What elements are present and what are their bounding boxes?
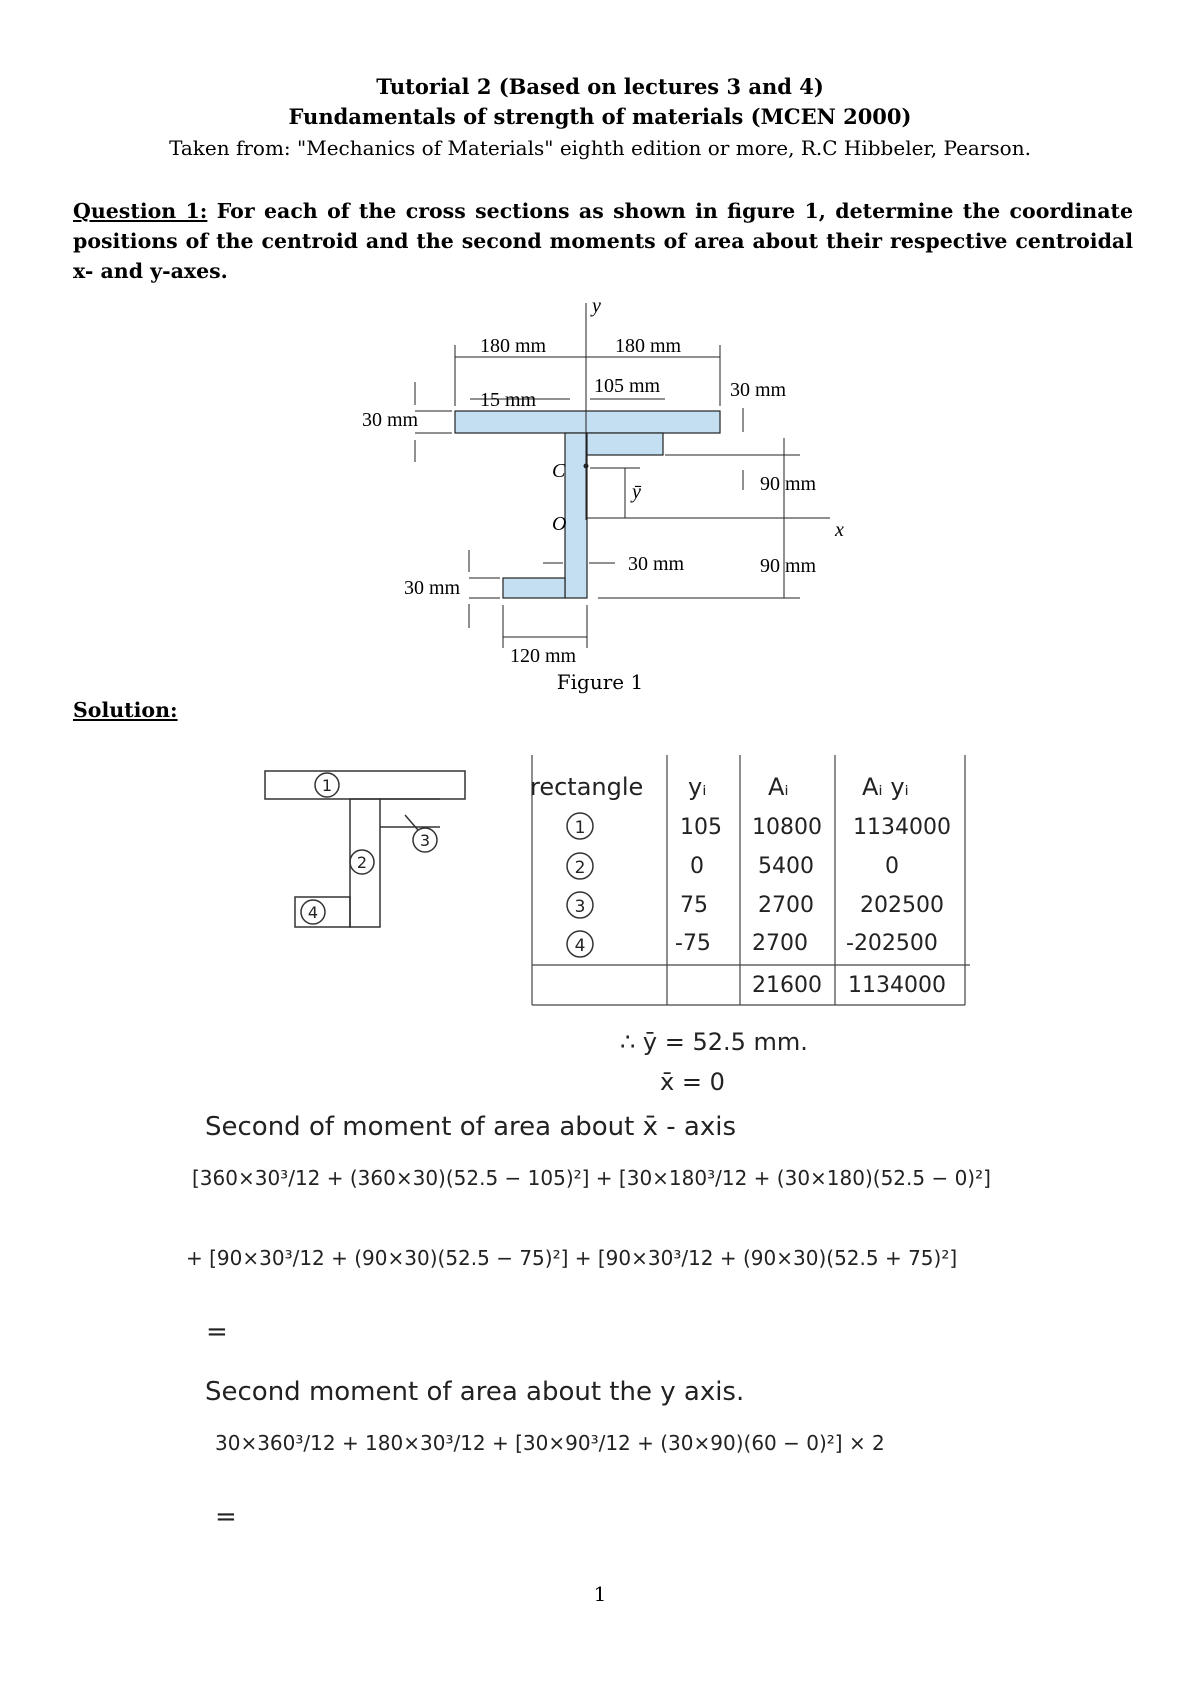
sketch-rect-1 bbox=[264, 770, 466, 800]
table-row-1-aiyi: 1134000 bbox=[853, 815, 951, 840]
source-reference: Taken from: "Mechanics of Materials" eig… bbox=[169, 136, 1031, 160]
iy-heading: Second moment of area about the y axis. bbox=[205, 1377, 744, 1407]
table-row-3-id: 3 bbox=[575, 897, 586, 917]
iy-line: 30×360³/12 + 180×30³/12 + [30×90³/12 + (… bbox=[215, 1431, 885, 1455]
question-1: Question 1: For each of the cross sectio… bbox=[73, 196, 1133, 286]
table-row-1-yi: 105 bbox=[680, 815, 722, 840]
table-row-4-yi: -75 bbox=[675, 931, 711, 956]
table-row-2-yi: 0 bbox=[690, 854, 704, 879]
course-title: Fundamentals of strength of materials (M… bbox=[288, 104, 912, 129]
label-15mm: 15 mm bbox=[480, 389, 537, 411]
table-header-ai: Aᵢ bbox=[768, 773, 789, 801]
label-90mm-lower: 90 mm bbox=[760, 555, 817, 577]
ix-equals: = bbox=[206, 1317, 228, 1347]
question-text: For each of the cross sections as shown … bbox=[73, 199, 1133, 283]
solution-label: Solution: bbox=[73, 698, 178, 722]
table-row-2-aiyi: 0 bbox=[885, 854, 899, 879]
sketch-label-4: 4 bbox=[308, 903, 318, 922]
document-title: Tutorial 2 (Based on lectures 3 and 4) bbox=[376, 74, 824, 99]
iy-equals: = bbox=[215, 1502, 237, 1532]
table-row-2-ai: 5400 bbox=[758, 854, 814, 879]
label-point-o: O bbox=[552, 513, 566, 535]
label-30mm-left-top: 30 mm bbox=[362, 409, 419, 431]
ix-line-1: [360×30³/12 + (360×30)(52.5 − 105)²] + [… bbox=[192, 1166, 991, 1190]
result-xbar: x̄ = 0 bbox=[660, 1068, 725, 1096]
label-120mm: 120 mm bbox=[510, 645, 577, 667]
ix-heading: Second of moment of area about x̄ - axis bbox=[205, 1112, 736, 1142]
label-30mm-web: 30 mm bbox=[628, 553, 685, 575]
table-row-4-ai: 2700 bbox=[752, 931, 808, 956]
table-row-4-aiyi: -202500 bbox=[846, 931, 938, 956]
table-row-3-ai: 2700 bbox=[758, 893, 814, 918]
label-x-axis: x bbox=[834, 519, 844, 541]
table-total-aiyi: 1134000 bbox=[848, 973, 946, 998]
sketch-label-3: 3 bbox=[420, 831, 430, 850]
table-row-2-id: 2 bbox=[575, 858, 586, 878]
label-105mm: 105 mm bbox=[594, 375, 661, 397]
label-y-axis: y bbox=[590, 295, 601, 317]
table-header-yi: yᵢ bbox=[688, 773, 707, 801]
label-30mm-left-bottom: 30 mm bbox=[404, 577, 461, 599]
label-180-left: 180 mm bbox=[480, 335, 547, 357]
table-row-3-aiyi: 202500 bbox=[860, 893, 944, 918]
label-ybar: ȳ bbox=[630, 481, 642, 503]
figure-caption: Figure 1 bbox=[556, 670, 644, 694]
label-30mm-right: 30 mm bbox=[730, 379, 787, 401]
table-row-3-yi: 75 bbox=[680, 893, 708, 918]
ix-line-2: + [90×30³/12 + (90×30)(52.5 − 75)²] + [9… bbox=[186, 1246, 957, 1270]
label-90mm-upper: 90 mm bbox=[760, 473, 817, 495]
table-total-ai: 21600 bbox=[752, 973, 822, 998]
sketch-rect-4 bbox=[294, 896, 351, 928]
table-header-rectangle: rectangle bbox=[530, 773, 643, 801]
label-180-right: 180 mm bbox=[615, 335, 682, 357]
page-number: 1 bbox=[593, 1582, 607, 1606]
table-row-1-id: 1 bbox=[575, 818, 586, 838]
sketch-label-1: 1 bbox=[322, 776, 332, 795]
table-row-4-id: 4 bbox=[575, 936, 586, 956]
web bbox=[564, 432, 588, 599]
sketch-label-2: 2 bbox=[357, 853, 367, 872]
table-header-aiyi: Aᵢ yᵢ bbox=[862, 773, 909, 801]
table-row-1-ai: 10800 bbox=[752, 815, 822, 840]
question-label: Question 1: bbox=[73, 199, 208, 223]
result-ybar: ∴ ȳ = 52.5 mm. bbox=[620, 1028, 808, 1056]
bottom-flange bbox=[502, 577, 566, 599]
right-stub bbox=[586, 432, 664, 456]
label-point-c: C bbox=[552, 460, 566, 482]
